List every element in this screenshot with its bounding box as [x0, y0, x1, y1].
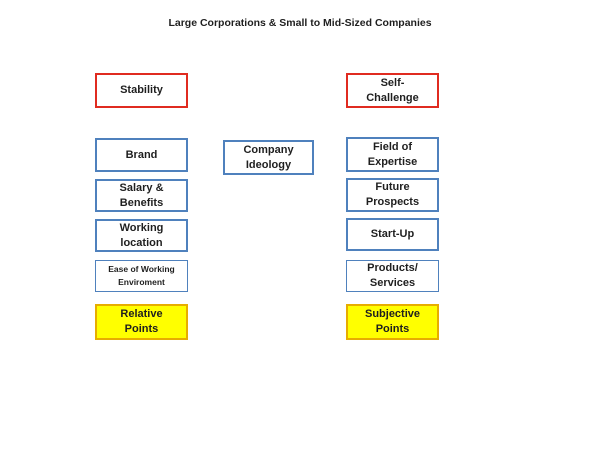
box-future-prospects: Future Prospects [346, 178, 439, 212]
box-salary-benefits: Salary & Benefits [95, 179, 188, 212]
box-field-of-expertise: Field of Expertise [346, 137, 439, 172]
box-self-challenge: Self- Challenge [346, 73, 439, 108]
box-stability: Stability [95, 73, 188, 108]
box-relative-points: Relative Points [95, 304, 188, 340]
box-working-location: Working location [95, 219, 188, 252]
box-start-up: Start-Up [346, 218, 439, 251]
box-ease-of-working-environment: Ease of Working Enviroment [95, 260, 188, 292]
slide-title: Large Corporations & Small to Mid-Sized … [168, 17, 432, 29]
box-products-services: Products/ Services [346, 260, 439, 292]
box-subjective-points: Subjective Points [346, 304, 439, 340]
box-company-ideology: Company Ideology [223, 140, 314, 175]
box-brand: Brand [95, 138, 188, 172]
